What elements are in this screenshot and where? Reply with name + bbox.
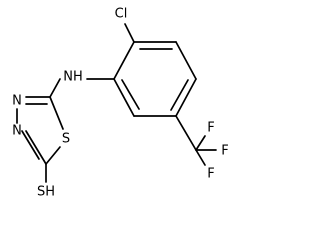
bond-ring-inner-right [170, 79, 189, 111]
atom-label-nitrogen-upper: N [12, 94, 22, 109]
atom-label-chlorine: Cl [115, 7, 128, 22]
atom-label-amine-nh: NH [63, 70, 83, 85]
atom-label-fluorine-top: F [207, 121, 214, 136]
atom-labels: Cl NH N N S SH F F F [12, 7, 229, 200]
atom-label-ring-sulfur: S [62, 132, 70, 147]
bond-ring-inner-left [121, 79, 140, 110]
bonds [16, 23, 217, 183]
bond-s1-c2 [45, 146, 61, 165]
bond-cf3-f-bottom [195, 149, 206, 166]
bond-c2-n3-double [21, 130, 40, 160]
bond-ring-c5-c6 [113, 78, 135, 117]
atom-label-fluorine-bottom: F [207, 167, 214, 182]
bond-c2-n3 [25, 130, 47, 165]
chemical-structure-diagram: Cl NH N N S SH F F F [12, 7, 229, 200]
bond-nh-c5 [49, 78, 61, 98]
bond-ring-c3-c4 [175, 78, 197, 117]
atom-label-thiol-sh: SH [37, 185, 55, 200]
atom-label-nitrogen-lower: N [12, 124, 22, 139]
bond-ring-c6-c1 [113, 41, 135, 80]
bond-ring-c2-c3 [175, 41, 197, 80]
bond-c5-s1 [49, 96, 64, 130]
bond-c4-cf3 [175, 115, 197, 151]
atom-label-fluorine-right: F [221, 144, 228, 159]
bond-cf3-f-top [195, 135, 206, 151]
bond-c1-cl [124, 23, 135, 43]
